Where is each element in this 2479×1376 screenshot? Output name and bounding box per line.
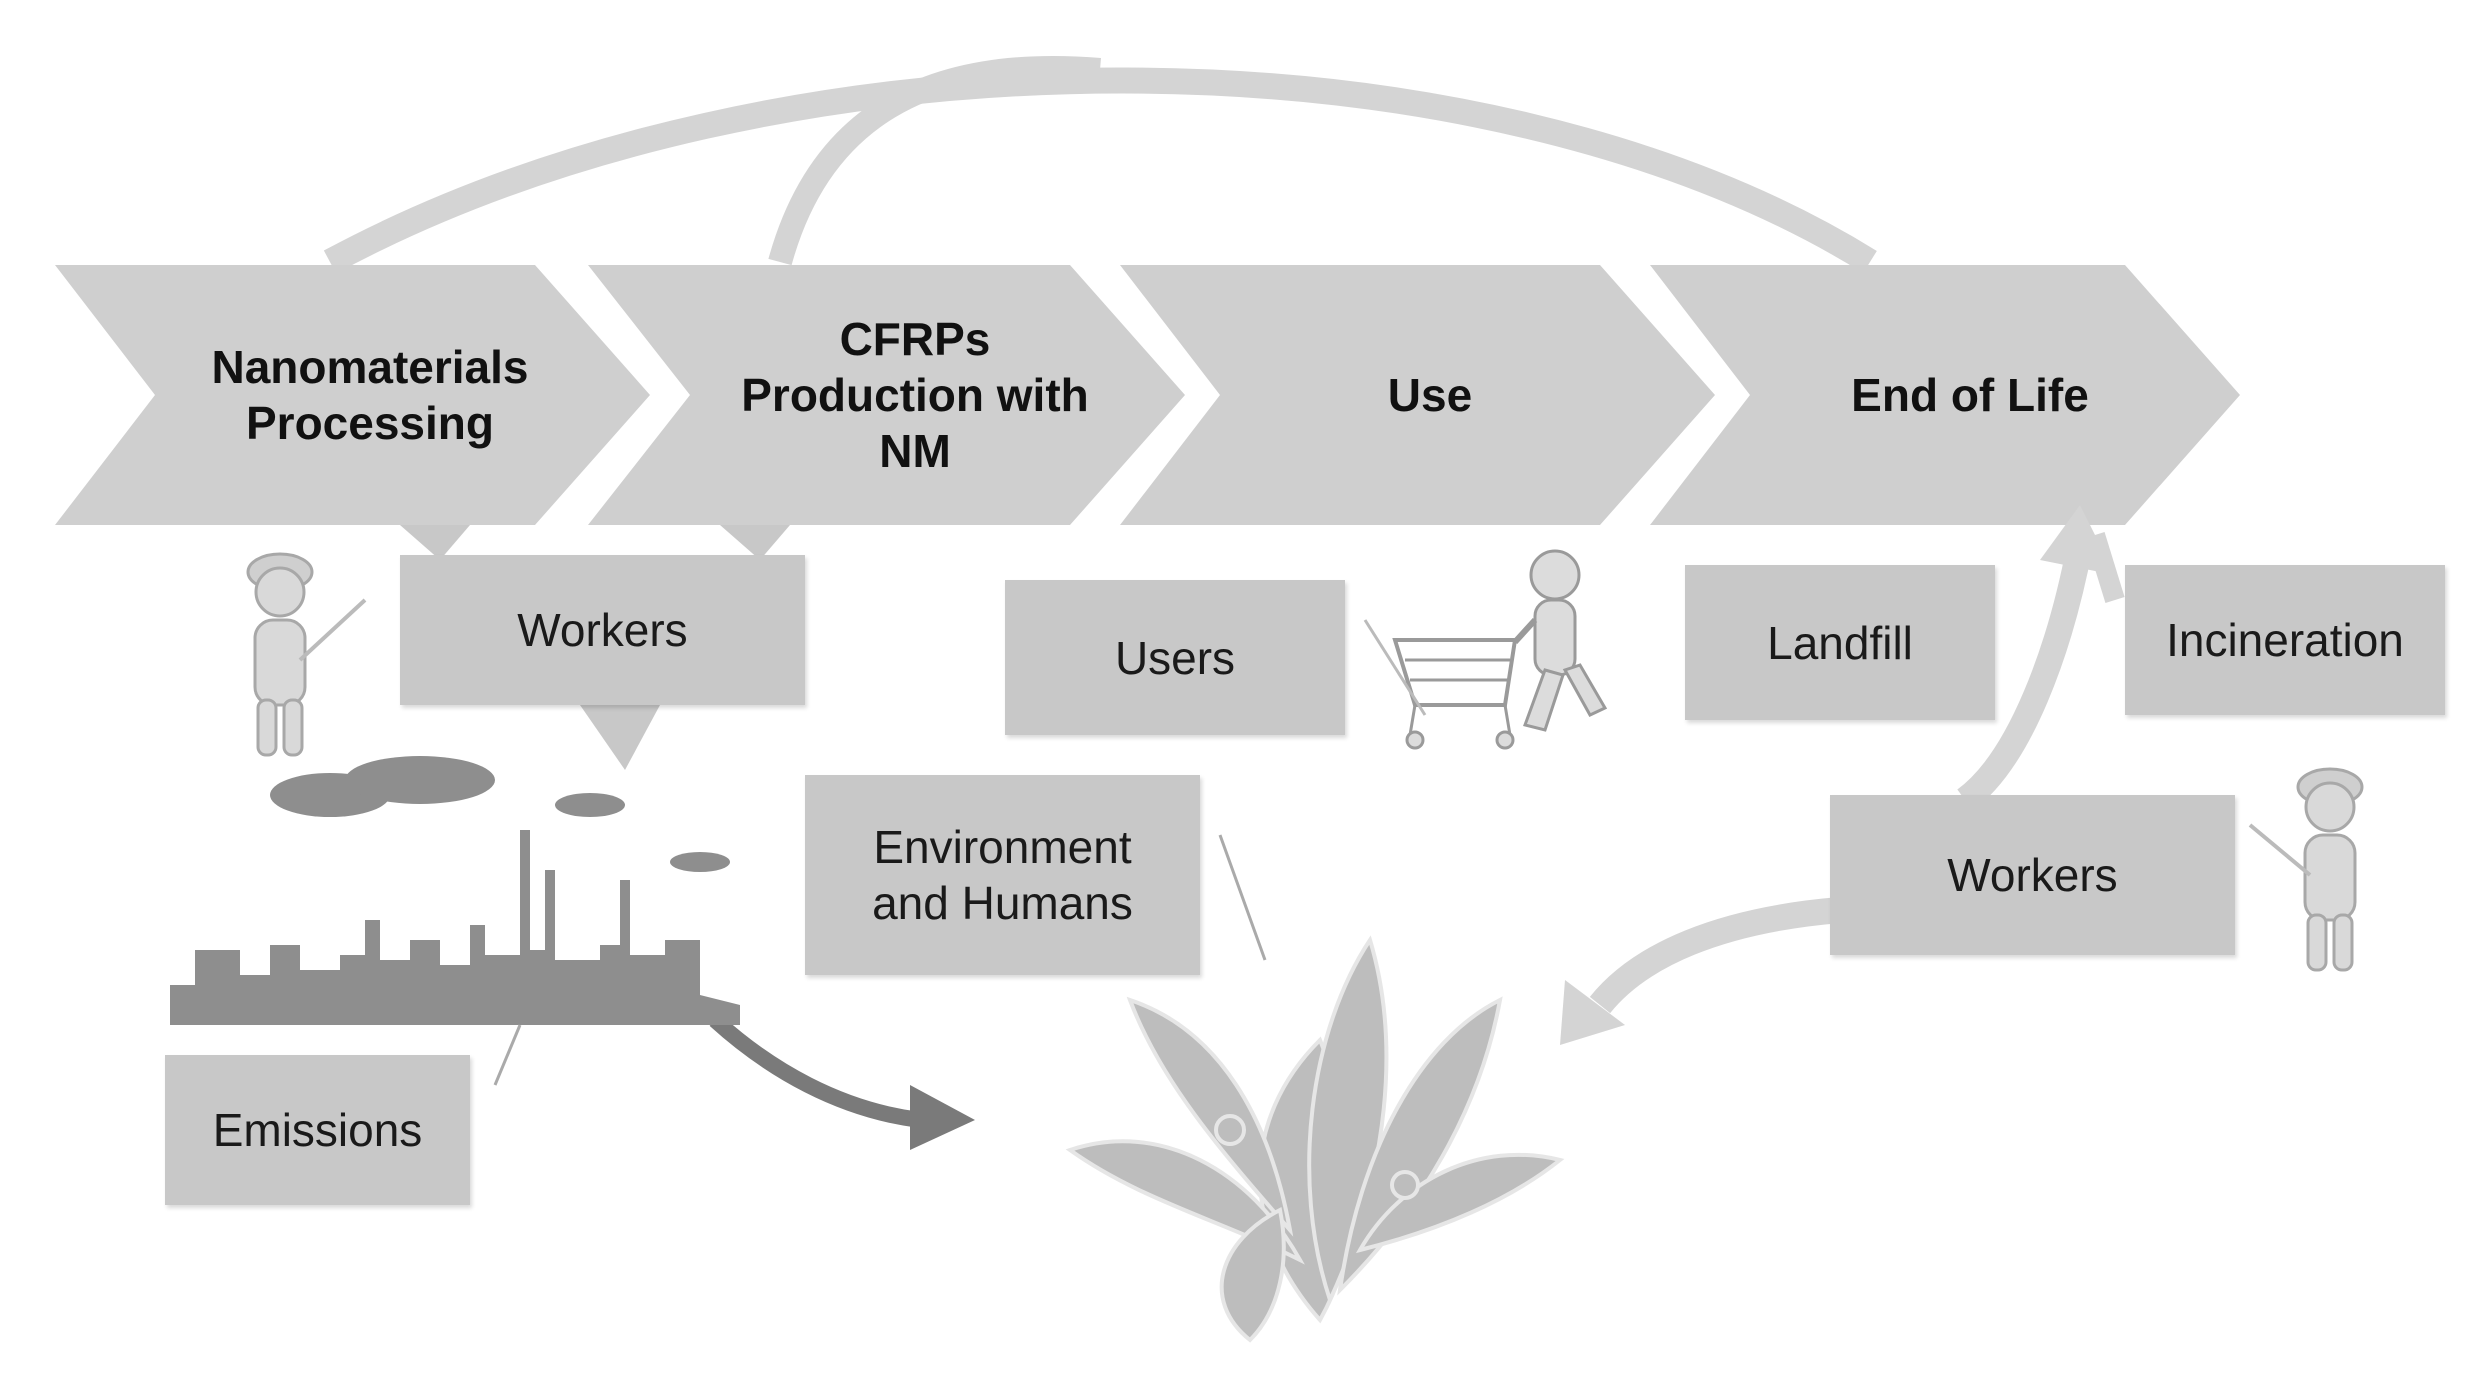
stage-label-end-of-life: End of Life [1851, 369, 2089, 421]
stage-label-nanomaterials: Nanomaterials Processing [211, 341, 529, 449]
workers-callout-top-tail [400, 525, 470, 560]
emission-arrow-shaft [709, 1014, 921, 1128]
factory-skyline-icon [170, 756, 740, 1025]
eol-right-stroke [2085, 532, 2125, 603]
landfill-box: Landfill [1685, 565, 1995, 720]
workers-callout-top-tail-2 [720, 525, 790, 560]
chevron-use [1120, 265, 1715, 525]
stage-label-use: Use [1387, 369, 1473, 421]
chevron-cfrps-production [588, 265, 1185, 525]
recycle-arc-outer [323, 67, 1877, 274]
chevron-end-of-life [1650, 265, 2240, 525]
shopping-cart-figure-icon [1363, 549, 1608, 750]
workers-eol-box: Workers [1830, 795, 2235, 955]
emissions-box: Emissions [165, 1055, 470, 1205]
eol-up-arrow-shaft [1956, 542, 2093, 811]
emissions-pointer-line [493, 1024, 522, 1086]
recycle-arc-inner [768, 55, 1101, 266]
worker-figure-icon [2248, 767, 2364, 972]
stage-label-cfrps-production: CFRPs Production with NM [741, 313, 1089, 477]
incineration-box: Incineration [2125, 565, 2445, 715]
workers-callout-bottom-tail [580, 705, 660, 770]
worker-figure-icon [246, 552, 367, 757]
emission-arrow-head [910, 1085, 975, 1150]
users-box: Users [1005, 580, 1345, 735]
eol-to-env-arrow-head [1560, 980, 1625, 1045]
eol-to-env-arrow-shaft [1589, 897, 1842, 1014]
environment-humans-box: Environment and Humans [805, 775, 1200, 975]
workers-production-box: Workers [400, 555, 805, 705]
leaves-people-icon [1065, 935, 1565, 1343]
chevron-nanomaterials-processing [55, 265, 650, 525]
environment-pointer-line [1218, 834, 1267, 961]
